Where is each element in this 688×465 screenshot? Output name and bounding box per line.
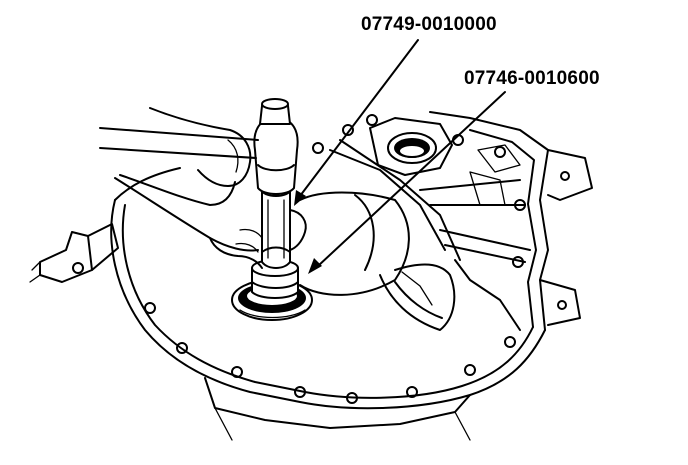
- leader-line-07746-0010600: [308, 91, 506, 274]
- hand-lower: [114, 177, 307, 269]
- part-number-label-driver: 07749-0010000: [361, 14, 497, 35]
- leader-line-07749-0010000: [294, 39, 419, 206]
- driver-handle: [261, 183, 291, 269]
- housing-outline: [29, 111, 593, 441]
- hand-upper: [119, 107, 252, 206]
- housing-ribs: [329, 139, 531, 331]
- upper-seal-boss: [369, 117, 453, 176]
- part-number-label-attachment: 07746-0010600: [464, 68, 600, 89]
- hammer: [99, 98, 299, 195]
- bearing-bore: [299, 191, 456, 331]
- bolt-holes: [72, 114, 570, 404]
